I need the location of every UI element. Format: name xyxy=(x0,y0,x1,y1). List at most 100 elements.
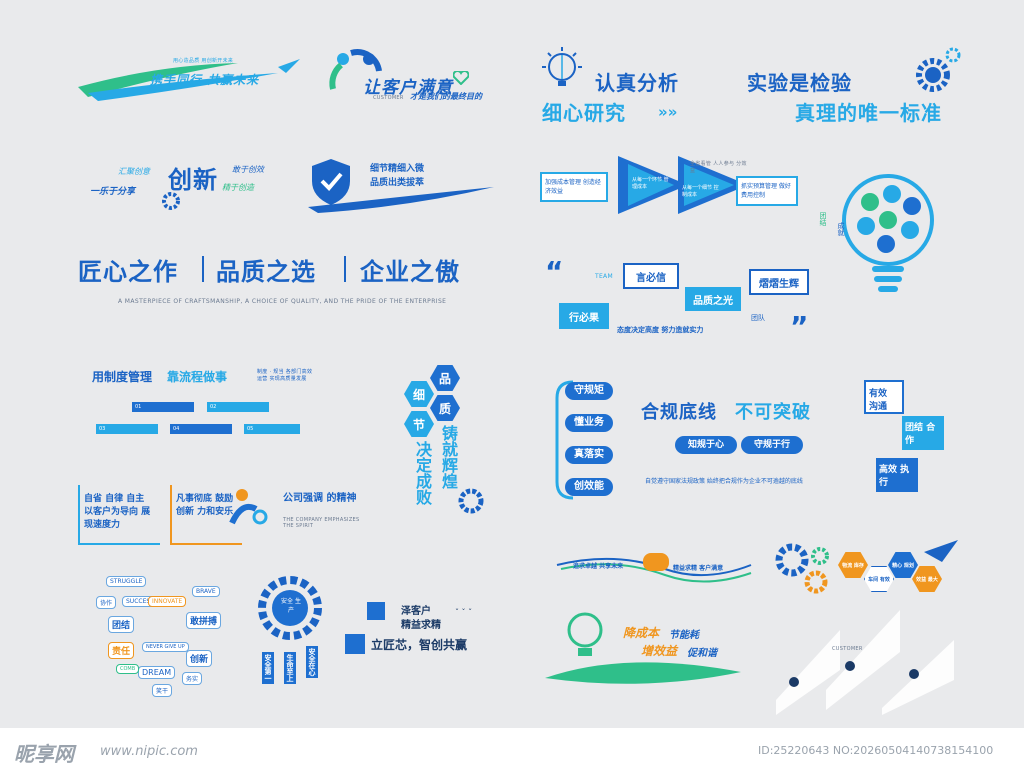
cloud-word: NEVER GIVE UP xyxy=(142,642,189,652)
cloud-word: 责任 xyxy=(108,642,135,659)
spirit-right: 公司强调 的精神 xyxy=(283,493,357,504)
footer-url: www.nipic.com xyxy=(100,744,198,759)
handshake-left: 追求卓越 共享未来 xyxy=(573,563,624,570)
cooperation-slogan: 携手同行 共赢未来 xyxy=(150,73,260,87)
panel-cost: 加强成本管理 创造经济效益 从每一个环节 管理成本 从每一个细节 控制成本 全省… xyxy=(540,150,800,220)
cooperation-top-slogan: 用心造品质 用创新开未来 xyxy=(173,58,234,64)
spirit-mid: 凡事彻底 鼓励创新 力和安乐 xyxy=(170,485,242,545)
quality-vertical: 铸就辉煌 xyxy=(439,425,458,489)
cost-tri-b: 从每一个细节 控制成本 xyxy=(682,185,719,198)
lightbulb-icon xyxy=(567,612,603,656)
cards-graphic xyxy=(776,610,954,715)
bulb-side: 团结 xyxy=(819,212,827,226)
panel-energy: 降成本 节能耗 增效益 促和谐 xyxy=(545,610,770,690)
people-icon xyxy=(229,489,268,525)
footer-id: ID:25220643 NO:20260504140738154100 xyxy=(758,744,994,757)
energy-1b: 节能耗 xyxy=(669,630,699,641)
gear-icon xyxy=(258,576,322,640)
innovation-left: 一乐于分享 xyxy=(90,187,136,197)
main-title-a: 匠心之作 xyxy=(78,258,178,286)
hex-detail-2: 节 xyxy=(404,411,434,437)
customer-eng: CUSTOMER xyxy=(373,95,404,101)
compliance-item-4: 创效能 xyxy=(565,478,613,496)
cost-right-box: 抓实预算管理 做好费用控制 xyxy=(736,176,798,206)
birds-icon: ˇ ˇ ˇ xyxy=(455,608,473,617)
heart-icon xyxy=(453,71,469,85)
team-cn-label: 团队 xyxy=(751,314,765,322)
rules-title-a: 用制度管理 xyxy=(92,370,153,384)
triangle-graphic xyxy=(618,156,748,214)
divider xyxy=(344,256,346,282)
cloud-word: STRUGGLE xyxy=(106,576,147,587)
main-eng: A MASTERPIECE OF CRAFTSMANSHIP, A CHOICE… xyxy=(118,298,447,305)
spirit-left: 自省 自律 自主 以客户为导向 展现速度力 xyxy=(78,485,160,545)
leaf-graphic xyxy=(545,662,741,684)
customer-cards-eng: CUSTOMER xyxy=(832,646,863,652)
panel-hex-quality: 品 细 质 节 铸就辉煌 决定成败 xyxy=(400,365,490,525)
innovation-center: 创新 xyxy=(168,166,218,194)
cloud-word: BRAVE xyxy=(192,586,220,597)
craftsman-l1: 泽客户 xyxy=(401,606,431,617)
compliance-item-3: 真落实 xyxy=(565,446,613,464)
quote-right-icon: ” xyxy=(790,310,809,343)
cloud-word: 协作 xyxy=(96,596,117,609)
panel-customer-cards: CUSTOMER xyxy=(770,600,960,715)
compliance-pill-b: 守规于行 xyxy=(741,436,803,454)
rules-bar-4: 04 xyxy=(170,424,232,434)
step-a: 有效 沟通 xyxy=(864,380,904,414)
safety-right: 安全在心 xyxy=(306,646,318,678)
handshake-right: 精益求精 客户满意 xyxy=(673,565,724,572)
panel-detail: 细节精细入微 品质出类拔萃 xyxy=(308,155,503,215)
bulb-tag: 成就 xyxy=(837,222,845,236)
panel-experiment: 实验是检验 真理的唯一标准 xyxy=(745,45,965,125)
cost-left-box: 加强成本管理 创造经济效益 xyxy=(540,172,608,202)
lightbulb-icon xyxy=(842,174,934,292)
compliance-desc: 自觉遵守国家法规政策 始终把合规作为企业不可逾越的底线 xyxy=(645,478,803,485)
cloud-word: 创新 xyxy=(186,650,213,667)
bubble-3: 品质之光 xyxy=(685,287,741,311)
rules-title-b: 靠流程做事 xyxy=(167,370,228,384)
spirit-eng: THE COMPANY EMPHASIZES THE SPIRIT xyxy=(283,517,360,529)
seal-icon xyxy=(345,634,365,654)
hex-1: 物流 库存 xyxy=(838,552,868,578)
bubble-1: 言必信 xyxy=(623,263,679,289)
compliance-title-b: 不可突破 xyxy=(735,402,811,423)
divider xyxy=(202,256,204,282)
cloud-word: COMB xyxy=(116,664,140,674)
customer-subtitle: 才是我们的最终目的 xyxy=(410,92,482,101)
energy-2b: 促和谐 xyxy=(687,648,717,659)
panel-safety: 安全 生产 安全第一 生命至上 安全在心 xyxy=(252,570,332,695)
seal-icon xyxy=(367,602,385,620)
hex-quality-1: 品 xyxy=(430,365,460,391)
panel-compliance: 守规矩 懂业务 真落实 创效能 合规底线 不可突破 知规于心 守规于行 自觉遵守… xyxy=(555,378,845,503)
innovation-right-top: 敢于创效 xyxy=(232,165,264,174)
quote-left-icon: “ xyxy=(545,255,564,288)
compliance-title-a: 合规底线 xyxy=(641,402,717,423)
panel-gears-hex: 物流 库存 车间 有效 精心 规划 效益 最大 xyxy=(770,540,960,595)
rules-bar-1: 01 xyxy=(132,402,194,412)
panel-word-cloud: STRUGGLE 协作 SUCCESS INNOVATE BRAVE 团结 敢拼… xyxy=(82,572,242,702)
cloud-word: 务实 xyxy=(182,672,203,685)
hex-3: 精心 规划 xyxy=(888,552,918,578)
main-title-c: 企业之傲 xyxy=(360,258,460,286)
gear-icon xyxy=(916,47,961,92)
lightbulb-icon xyxy=(542,47,582,86)
panel-cooperation: 用心造品质 用创新开未来 携手同行 共赢未来 xyxy=(78,55,308,105)
compliance-pill-a: 知规于心 xyxy=(675,436,737,454)
gear-icon xyxy=(162,192,180,210)
rules-bar-2: 02 xyxy=(207,402,269,412)
cloud-word: 敢拼搏 xyxy=(186,612,222,629)
swoosh-graphic xyxy=(308,187,494,213)
rules-bar-3: 03 xyxy=(96,424,158,434)
cost-tri-top: 全省看管 人人参与 分效益 xyxy=(690,161,747,174)
swoosh-graphic xyxy=(78,59,300,101)
analyse-line1: 认真分析 xyxy=(595,71,679,95)
experiment-line2: 真理的唯一标准 xyxy=(795,101,942,125)
detail-line1: 细节精细入微 xyxy=(370,164,425,174)
safety-mid: 生命至上 xyxy=(284,652,296,684)
panel-analyse: 认真分析 细心研究 »» xyxy=(540,45,710,125)
panel-bubbles: “ ” TEAM 言必信 行必果 品质之光 熠熠生辉 团队 态度决定高度 努力造… xyxy=(545,255,815,345)
compliance-item-1: 守规矩 xyxy=(565,382,613,400)
paper-plane-icon xyxy=(924,540,958,562)
bubble-2: 行必果 xyxy=(559,303,609,329)
